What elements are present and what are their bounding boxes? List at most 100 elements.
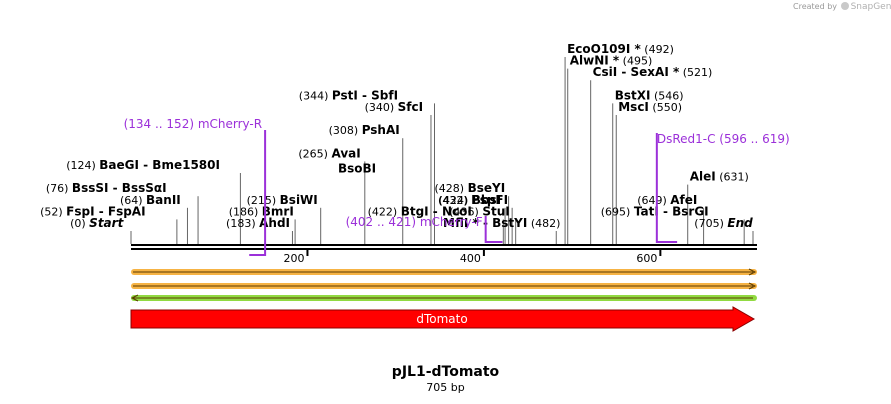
site-label-pshai: (308) PshAI [329, 123, 400, 137]
site-label-bstxi: BstXI (546) [615, 88, 684, 102]
site-num-alei: (631) [716, 171, 749, 184]
site-num-alwni: (495) [619, 55, 652, 68]
site-label-alei: AleI (631) [690, 170, 749, 184]
site-num-stui: (436) [449, 205, 482, 218]
site-name-msci: MscI [618, 100, 649, 114]
site-name-pshai: PshAI [362, 123, 400, 137]
site-num-bseyi: (428) [435, 182, 468, 195]
site-name-fspi: FspI - FspAI [66, 204, 145, 218]
site-name-bmri: BmrI [262, 204, 294, 218]
site-label-msci: MscI (550) [618, 100, 682, 114]
site-label-psti: (344) PstI - SbfI [299, 88, 398, 102]
site-name-tati: TatI - BsrGI [634, 204, 709, 218]
site-label-banii: (64) BanII [120, 193, 181, 207]
site-name-bbsi: BbsI [472, 193, 501, 207]
site-name-bseyi: BseYI [468, 181, 506, 195]
site-num-mfli: (482) [527, 217, 560, 230]
site-label-pspfi: (432) PspFI [438, 193, 508, 207]
site-label-bsiwi: (215) BsiWI [247, 193, 318, 207]
site-name-avai: AvaI [331, 146, 360, 160]
site-num-fspi: (52) [40, 205, 66, 218]
site-num-start: (0) [70, 217, 89, 230]
site-num-bmri: (186) [229, 205, 262, 218]
site-name-bsiwi: BsiWI [280, 193, 318, 207]
site-num-baegi: (124) [66, 159, 99, 172]
site-label-afei: (649) AfeI [637, 193, 697, 207]
site-label-ahdi: (183) AhdI [226, 216, 290, 230]
site-label-csii: CsiI - SexAI * (521) [593, 65, 713, 79]
primer-label-mcherry-f: (402 .. 421) mCherry-F [346, 215, 483, 229]
feature-label-dtomato: dTomato [416, 312, 467, 326]
primer-bar-mcherry-r [249, 130, 267, 256]
site-name-bsssi: BssSI - BssSαI [72, 181, 167, 195]
site-label-alwni: AlwNI * (495) [570, 54, 653, 68]
site-num-msci: (550) [649, 101, 682, 114]
site-name-afei: AfeI [670, 193, 697, 207]
site-label-tati: (695) TatI - BsrGI [601, 204, 709, 218]
site-label-bmri: (186) BmrI [229, 204, 294, 218]
primer-label-mcherry-r: (134 .. 152) mCherry-R [124, 117, 263, 131]
primer-label-dsred1-c: DsRed1-C (596 .. 619) [657, 132, 790, 146]
ruler-label-400: 400 [460, 252, 481, 265]
credit-prefix: Created by [793, 2, 838, 11]
site-num-pspfi: (432) [438, 194, 471, 207]
site-num-banii: (64) [120, 194, 146, 207]
site-label-bseyi: (428) BseYI [435, 181, 506, 195]
ruler-label-600: 600 [636, 252, 657, 265]
site-num-psti: (344) [299, 89, 332, 102]
site-name-btgi: BtgI - NcoI [401, 204, 472, 218]
map-size: 705 bp [426, 381, 465, 394]
site-label-ecoo109i: EcoO109I * (492) [567, 42, 674, 56]
site-label-start: (0) Start [70, 216, 124, 230]
site-num-btgi: (422) [368, 205, 401, 218]
site-num-avai: (265) [298, 147, 331, 160]
site-num-end: (705) [694, 217, 727, 230]
arrow-head-orange-forward-2 [748, 282, 757, 290]
site-sub-avai: BsoBI [338, 161, 376, 175]
site-num-csii: (521) [679, 66, 712, 79]
feature-arrow-dtomato [130, 306, 756, 332]
snapgene-logo-icon [840, 2, 849, 10]
site-label-avai: (265) AvaI [298, 146, 360, 160]
site-label-bbsi: (424) BbsI [439, 193, 501, 207]
site-name-stui: StuI [482, 204, 509, 218]
site-name-alwni: AlwNI * [570, 54, 620, 68]
site-name-alei: AleI [690, 170, 716, 184]
arrow-head-green-reverse [130, 294, 139, 302]
site-num-bbsi: (424) [439, 194, 472, 207]
site-name-sfci: SfcI [398, 100, 423, 114]
site-num-afei: (649) [637, 194, 670, 207]
site-label-fspi: (52) FspI - FspAI [40, 204, 146, 218]
site-num-bstxi: (546) [650, 89, 683, 102]
site-label-sfci: (340) SfcI [365, 100, 424, 114]
site-num-ahdi: (183) [226, 217, 259, 230]
site-name-baegi: BaeGI - Bme1580I [99, 158, 220, 172]
site-num-bsiwi: (215) [247, 194, 280, 207]
site-label-bsssi: (76) BssSI - BssSαI [46, 181, 167, 195]
site-name-csii: CsiI - SexAI * [593, 65, 680, 79]
site-label-end: (705) End [694, 216, 753, 230]
site-label-stui: (436) StuI [449, 204, 509, 218]
ruler-label-200: 200 [283, 252, 304, 265]
site-name-ecoo109i: EcoO109I * [567, 42, 641, 56]
site-num-tati: (695) [601, 205, 634, 218]
site-name-pspfi: PspFI [471, 193, 508, 207]
site-name-start: Start [89, 216, 124, 230]
snapgene-credit: Created by SnapGene [793, 2, 891, 12]
site-num-pshai: (308) [329, 124, 362, 137]
site-name-bstxi: BstXI [615, 88, 651, 102]
site-name-psti: PstI - SbfI [332, 88, 398, 102]
site-num-sfci: (340) [365, 101, 398, 114]
map-title: pJL1-dTomato [391, 364, 500, 380]
credit-brand: SnapGene [850, 2, 891, 12]
site-name-ahdi: AhdI [259, 216, 290, 230]
primer-bar-mcherry-f [484, 216, 503, 243]
primer-bar-dsred1-c [655, 133, 678, 243]
site-label-baegi: (124) BaeGI - Bme1580I [66, 158, 220, 172]
site-name-end: End [727, 216, 753, 230]
site-label-btgi: (422) BtgI - NcoI [368, 204, 472, 218]
site-num-ecoo109i: (492) [641, 43, 674, 56]
arrow-head-orange-forward-1 [748, 268, 757, 276]
site-name-banii: BanII [146, 193, 181, 207]
